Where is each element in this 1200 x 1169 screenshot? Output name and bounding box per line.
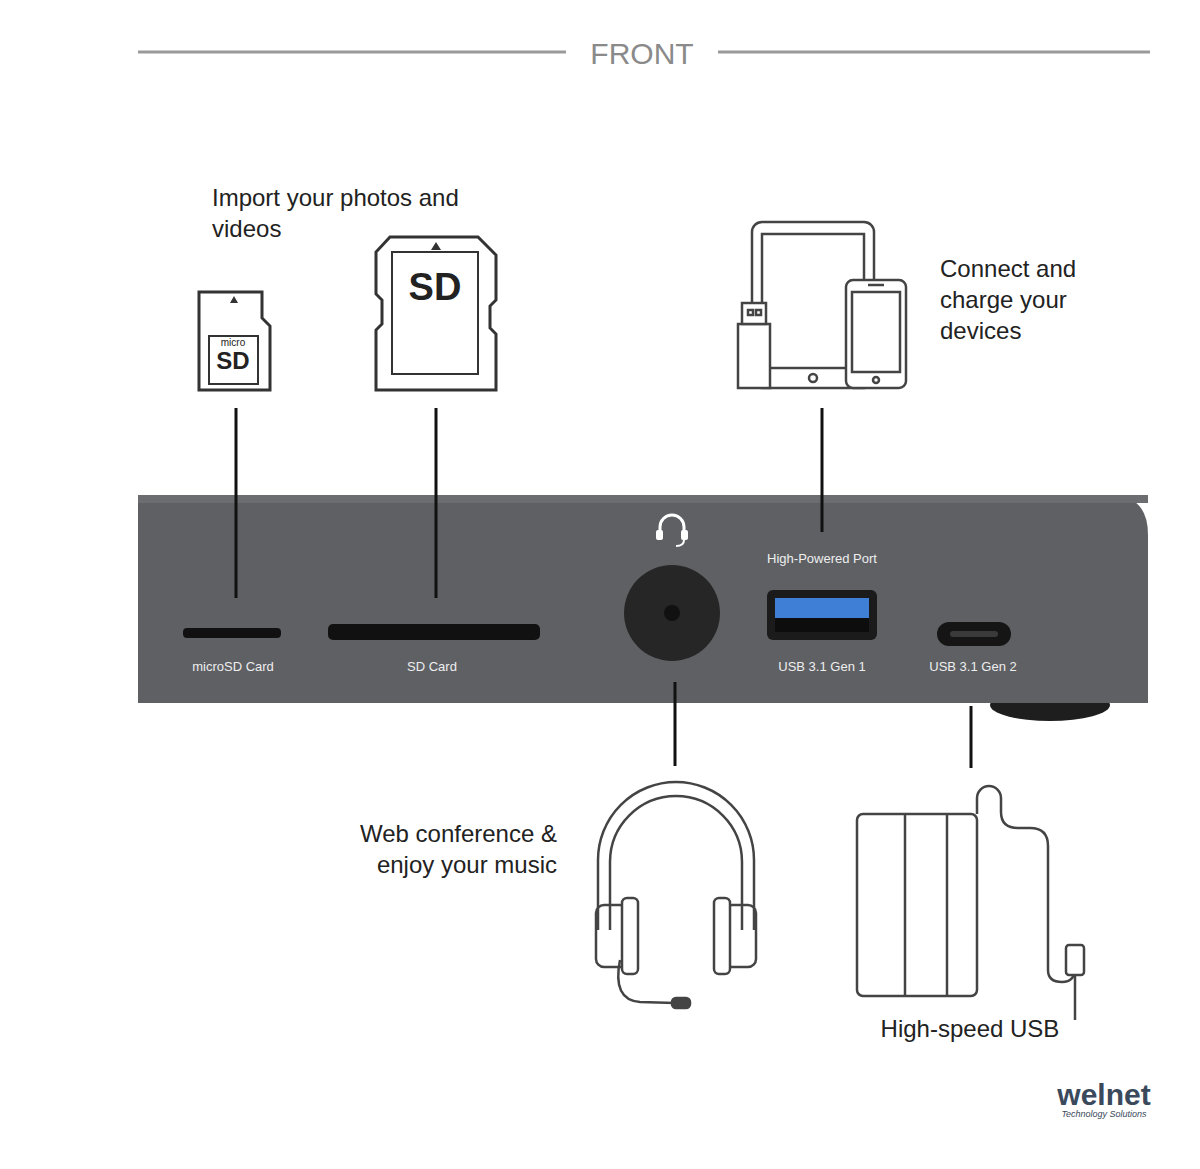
port-label: USB 3.1 Gen 1 [762, 659, 882, 676]
watermark: Technology Solutions [1024, 1110, 1184, 1119]
icon-text: SD [208, 349, 258, 373]
icon-text: SD [395, 268, 475, 306]
icon-text: micro [211, 338, 255, 348]
callout-text: High-speed USB [850, 1013, 1090, 1044]
section-title: FRONT [572, 34, 712, 73]
callout-text: Connect and charge your devices [940, 253, 1130, 347]
port-label: microSD Card [173, 659, 293, 676]
callout-text: Web conference & enjoy your music [317, 818, 557, 880]
port-label: High-Powered Port [742, 551, 902, 568]
callout-text: Import your photos and videos [212, 182, 472, 244]
port-label: USB 3.1 Gen 2 [913, 659, 1033, 676]
port-label: SD Card [382, 659, 482, 676]
watermark: welnet [1024, 1080, 1184, 1110]
